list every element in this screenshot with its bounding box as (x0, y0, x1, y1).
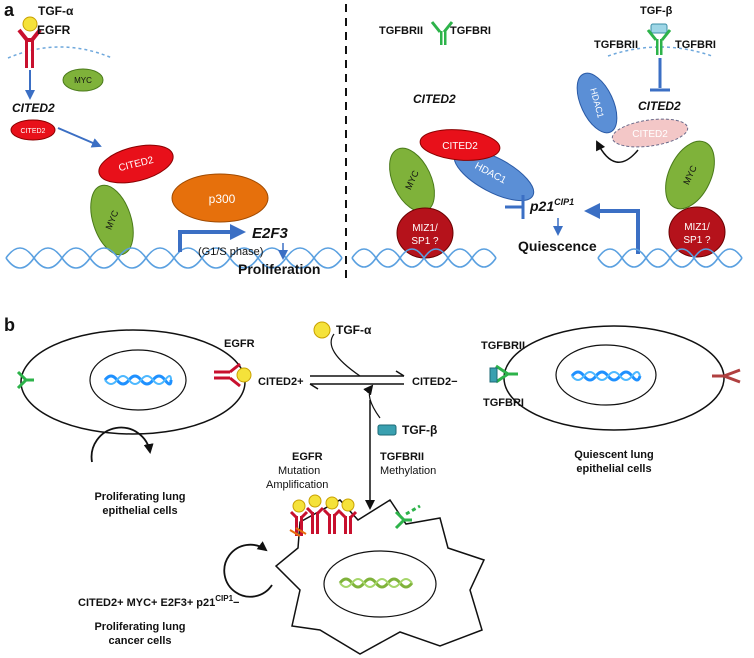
transcription-arrowhead-p21 (584, 203, 600, 219)
proliferation-label: Proliferation (238, 261, 320, 277)
myc-complex-protein (90, 184, 134, 256)
proliferating-cell-nucleus (89, 349, 187, 411)
tgf-receptor-bound-icon (489, 364, 518, 384)
cancer-cycle-arrow (223, 541, 273, 598)
miz1-left-label: MIZ1/ (412, 223, 438, 234)
cited2-protein (10, 119, 56, 141)
cancer-cells-label-1: Proliferating lung (94, 621, 185, 633)
myc-protein (62, 68, 104, 92)
amplification-label: Amplification (266, 479, 328, 491)
e2f3-label: E2F3 (252, 225, 289, 242)
cited2-protein-label: CITED2 (21, 128, 46, 135)
g1s-label: (G1/S phase) (198, 246, 263, 258)
transcription-arrow-e2f3 (178, 230, 232, 252)
tgf-alpha-label: TGF-α (38, 4, 74, 18)
egfr-mutation-label: EGFR (292, 451, 323, 463)
miz1-right-protein (668, 206, 726, 258)
cited2-complex-protein (98, 144, 174, 184)
tgf-alpha-curve (330, 333, 361, 377)
tgf-beta-ligand-icon (377, 424, 397, 436)
tgf-alpha-b-label: TGF-α (336, 323, 372, 337)
hdac1-release-arrow (596, 140, 639, 163)
mutation-label: Mutation (278, 465, 320, 477)
tgf-beta-curve (363, 384, 381, 419)
egfr-receptor-b-icon (214, 362, 252, 388)
cited2-faded-label: CITED2 (632, 129, 668, 140)
cited2-plus-label: CITED2+ (258, 376, 304, 388)
dna-coil-cancer-icon (338, 577, 414, 589)
tgfbri-b-label: TGFBRI (483, 397, 524, 409)
cited2-minus-label: CITED2− (412, 376, 458, 388)
p21-label: p21CIP1 (529, 197, 574, 214)
tgf-receptor-methylated-icon (394, 504, 421, 530)
panel-a-left: TGF-α EGFR MYC CITED2 CITED2 p300 MYC CI… (5, 4, 343, 277)
cited2-arrow (57, 127, 102, 148)
dna-helix-a-right (351, 248, 743, 268)
equilibrium-arrows (309, 370, 405, 390)
myc-label: MYC (74, 76, 92, 85)
tgf-beta-label: TGF-β (640, 5, 673, 17)
egfr-b-label: EGFR (224, 338, 255, 350)
tgf-receptor-b-left-icon (16, 370, 34, 390)
proliferating-cells-label-1: Proliferating lung (94, 491, 185, 503)
panel-b: EGFR Proliferating lung epithelial cells… (16, 321, 741, 655)
dna-coil-left-icon (103, 374, 173, 386)
membrane-arc (7, 46, 113, 59)
tgfbrii-left-label: TGFBRII (379, 25, 423, 37)
tgfbri-right-label: TGFBRI (675, 39, 716, 51)
panel-a-label: a (4, 0, 15, 20)
transcription-arrowhead-e2f3 (230, 224, 246, 240)
myc-right-protein (665, 140, 715, 210)
egfr-amplified-icon (289, 494, 358, 537)
cancer-cell-nucleus (323, 550, 437, 618)
egfr-label: EGFR (37, 23, 71, 37)
tgfbri-left-label: TGFBRI (450, 25, 491, 37)
transcription-arrow-p21 (598, 209, 640, 254)
proliferation-cycle-arrow (90, 426, 154, 463)
sp1-left-label: SP1 ? (411, 236, 439, 247)
cited2-gene-left-label: CITED2 (413, 92, 456, 106)
p300-protein (171, 173, 269, 223)
cited2-left-label: CITED2 (442, 141, 478, 152)
tgf-beta-b-label: TGF-β (402, 423, 437, 437)
panel-a-right: TGFBRII TGFBRI TGF-β TGFBRII TGFBRI CITE… (351, 5, 743, 268)
p300-label: p300 (209, 192, 236, 206)
egfr-receptor-quiescent-icon (712, 368, 741, 384)
quiescent-cells-label-2: epithelial cells (576, 463, 651, 475)
tgf-alpha-ligand-icon (313, 321, 331, 339)
quiescent-cells-label-1: Quiescent lung (574, 449, 653, 461)
methylation-label: Methylation (380, 465, 436, 477)
panel-b-label: b (4, 315, 15, 335)
cancer-cells-label-2: cancer cells (109, 635, 172, 647)
cancer-markers-label: CITED2+ MYC+ E2F3+ p21CIP1− (78, 594, 239, 609)
tgfbrii-methylation-label: TGFBRII (380, 451, 424, 463)
cited2-faded-protein (611, 118, 689, 148)
cited2-left-protein (419, 129, 501, 161)
quiescence-label: Quiescence (518, 238, 597, 254)
proliferating-cells-label-2: epithelial cells (102, 505, 177, 517)
cited2-gene-right-label: CITED2 (638, 99, 681, 113)
cited2-gene-label: CITED2 (12, 101, 55, 115)
dna-coil-right-icon (570, 370, 642, 382)
tgf-receptor-right-icon (646, 23, 672, 55)
tgfbrii-b-label: TGFBRII (481, 340, 525, 352)
miz1-right-label: MIZ1/ (684, 222, 710, 233)
sp1-right-label: SP1 ? (683, 235, 711, 246)
miz1-left-protein (396, 207, 454, 259)
tgf-receptor-left-icon (430, 21, 454, 45)
hdac1-free-protein (576, 72, 618, 134)
egfr-receptor-icon (17, 16, 42, 68)
tgfbrii-right-label: TGFBRII (594, 39, 638, 51)
